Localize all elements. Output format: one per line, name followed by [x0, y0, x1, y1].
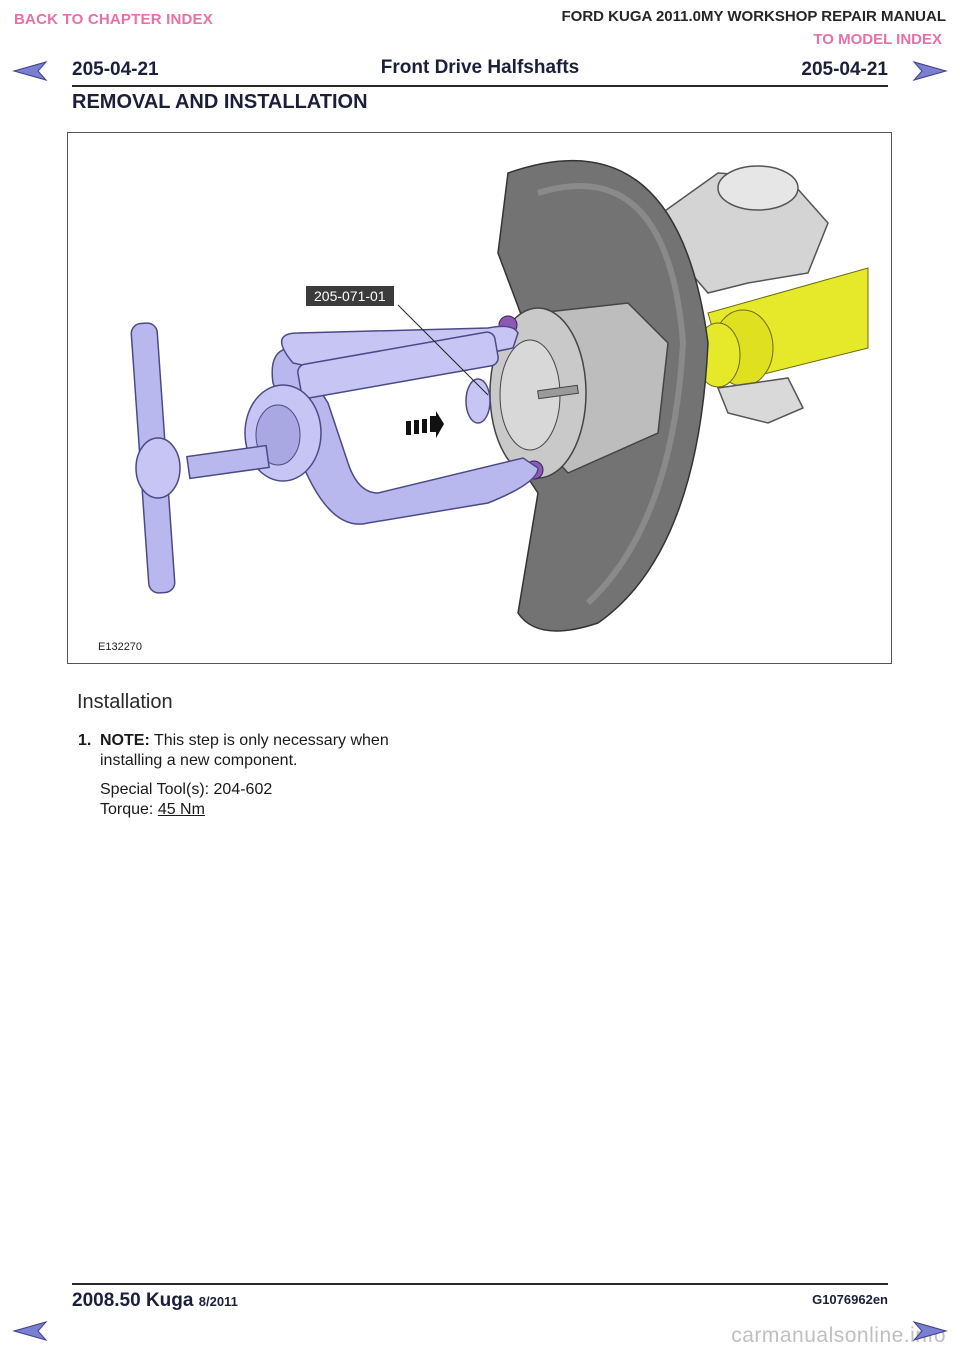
callout-leader-line — [397, 304, 489, 396]
header-rule — [72, 85, 888, 87]
torque-line: Torque: 45 Nm — [100, 801, 205, 819]
installation-heading: Installation — [77, 691, 173, 713]
section-title: Front Drive Halfshafts — [380, 57, 580, 78]
step-note-line-2: installing a new component. — [100, 752, 298, 769]
wheel-hub-illustration — [489, 302, 669, 480]
footer-model: 2008.50 Kuga 8/2011 — [72, 1290, 238, 1312]
hub-puller-illustration — [130, 159, 869, 632]
next-page-arrow-bottom-icon[interactable] — [912, 1320, 948, 1342]
direction-arrow-illustration — [406, 411, 444, 438]
special-tools-line: Special Tool(s): 204-602 — [100, 781, 273, 798]
next-page-arrow-icon[interactable] — [912, 60, 948, 82]
step-note-line: NOTE: This step is only necessary when — [100, 732, 389, 750]
note-text: This step is only necessary when — [149, 732, 389, 749]
torque-value: 45 Nm — [157, 801, 205, 818]
illustration-frame: 205-071-01 E132270 — [67, 132, 892, 664]
note-label: NOTE: — [100, 732, 150, 749]
footer-rule — [72, 1283, 888, 1285]
manual-title: FORD KUGA 2011.0MY WORKSHOP REPAIR MANUA… — [561, 8, 947, 25]
knuckle-illustration — [646, 165, 829, 424]
section-number-right: 205-04-21 — [801, 59, 888, 80]
previous-page-arrow-bottom-icon[interactable] — [12, 1320, 48, 1342]
back-to-chapter-index-link[interactable]: BACK TO CHAPTER INDEX — [14, 11, 213, 28]
figure-id: E132270 — [98, 641, 143, 653]
to-model-index-link[interactable]: TO MODEL INDEX — [813, 31, 942, 48]
watermark-text: carmanualsonline.info — [731, 1324, 946, 1347]
hub-puller-tool-illustration — [130, 322, 539, 594]
special-tool-callout: 205-071-01 — [305, 285, 395, 307]
step-number: 1. — [78, 732, 92, 749]
section-number-left: 205-04-21 — [72, 59, 159, 80]
procedure-title: REMOVAL AND INSTALLATION — [72, 91, 368, 113]
footer-date: 8/2011 — [198, 1294, 238, 1309]
torque-label: Torque: — [100, 801, 158, 818]
previous-page-arrow-icon[interactable] — [12, 60, 48, 82]
footer-code: G1076962en — [812, 1292, 888, 1307]
footer-model-name: 2008.50 Kuga — [72, 1290, 194, 1311]
